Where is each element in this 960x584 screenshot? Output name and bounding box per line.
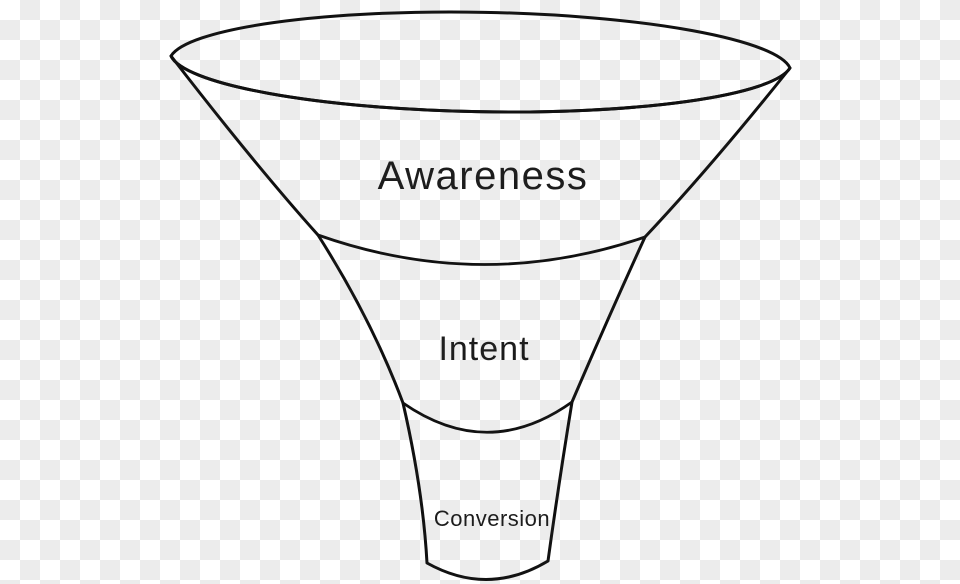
stage-label-awareness: Awareness (378, 154, 589, 198)
stage-label-conversion: Conversion (434, 506, 550, 531)
funnel-body (169, 54, 792, 581)
funnel-top-ellipse (169, 10, 792, 114)
stage-label-intent: Intent (438, 330, 529, 368)
stage-divider-intent-conversion (401, 400, 574, 434)
stage-divider-awareness-intent (316, 233, 647, 266)
